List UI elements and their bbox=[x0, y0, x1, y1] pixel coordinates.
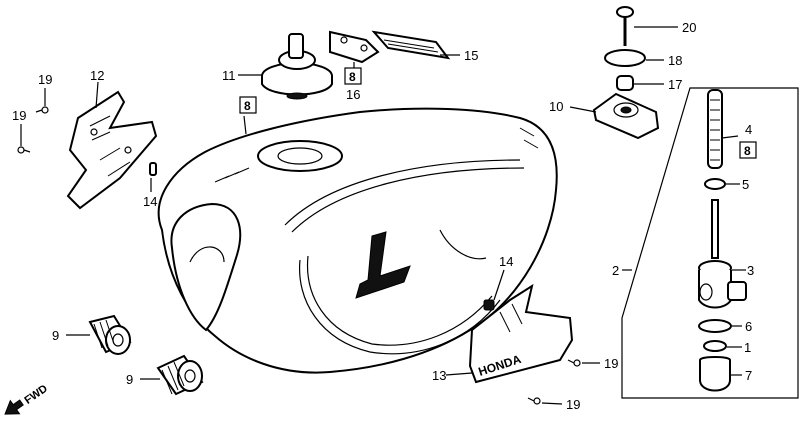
callout-4: 4 bbox=[745, 122, 752, 137]
gasket-6 bbox=[698, 319, 732, 333]
callout-3: 3 bbox=[747, 263, 754, 278]
callout-8-gasket: 8 bbox=[349, 70, 356, 84]
fwd-label: FWD bbox=[22, 383, 49, 407]
callout-6: 6 bbox=[745, 319, 752, 334]
tank-setting-plate bbox=[592, 92, 660, 140]
callout-12: 12 bbox=[90, 68, 104, 83]
washer-18 bbox=[604, 49, 646, 67]
callout-8-strainer: 8 bbox=[744, 144, 751, 158]
callout-14-b: 14 bbox=[499, 254, 513, 269]
callout-20: 20 bbox=[682, 20, 696, 35]
clip-19-d bbox=[527, 397, 541, 405]
o-ring-5 bbox=[704, 178, 726, 190]
clip-19-a bbox=[35, 106, 49, 114]
filler-gasket bbox=[329, 30, 380, 64]
callout-19-d: 19 bbox=[566, 397, 580, 412]
callout-17: 17 bbox=[668, 77, 682, 92]
callout-10: 10 bbox=[549, 99, 563, 114]
bolt-20 bbox=[616, 6, 634, 46]
callout-18: 18 bbox=[668, 53, 682, 68]
fuel-cock-3 bbox=[698, 260, 747, 309]
clip-19-b bbox=[17, 146, 31, 154]
callout-16: 16 bbox=[346, 87, 360, 102]
clip-19-c bbox=[567, 359, 581, 367]
callout-14-a: 14 bbox=[143, 194, 157, 209]
fuel-cock-assembly bbox=[621, 87, 799, 399]
callout-1: 1 bbox=[744, 340, 751, 355]
callout-2: 2 bbox=[612, 263, 619, 278]
callout-19-b: 19 bbox=[12, 108, 26, 123]
callout-5: 5 bbox=[742, 177, 749, 192]
callout-9-a: 9 bbox=[52, 328, 59, 343]
tank-emblem: HONDA bbox=[468, 283, 574, 384]
caution-label bbox=[371, 30, 451, 60]
strainer-4 bbox=[707, 89, 723, 169]
fuel-cup-7 bbox=[699, 356, 731, 392]
callout-9-b: 9 bbox=[126, 372, 133, 387]
leader-lines bbox=[20, 26, 746, 405]
forward-arrow: FWD bbox=[4, 383, 50, 415]
callout-15: 15 bbox=[464, 48, 478, 63]
screw-14-b bbox=[483, 299, 495, 311]
fuel-filler-cap bbox=[261, 33, 333, 100]
o-ring-1 bbox=[703, 340, 727, 352]
callout-19-a: 19 bbox=[38, 72, 52, 87]
callout-8-tank: 8 bbox=[244, 99, 251, 113]
collar-17 bbox=[616, 75, 634, 91]
rubber-cushion-9-b bbox=[156, 354, 204, 396]
callout-7: 7 bbox=[745, 368, 752, 383]
callout-13: 13 bbox=[432, 368, 446, 383]
rubber-cushion-9-a bbox=[88, 314, 132, 355]
screw-14-a bbox=[149, 162, 157, 176]
fuel-tank bbox=[157, 107, 558, 374]
callout-19-c: 19 bbox=[604, 356, 618, 371]
tank-side-bracket bbox=[66, 90, 158, 210]
callout-11: 11 bbox=[222, 68, 236, 83]
